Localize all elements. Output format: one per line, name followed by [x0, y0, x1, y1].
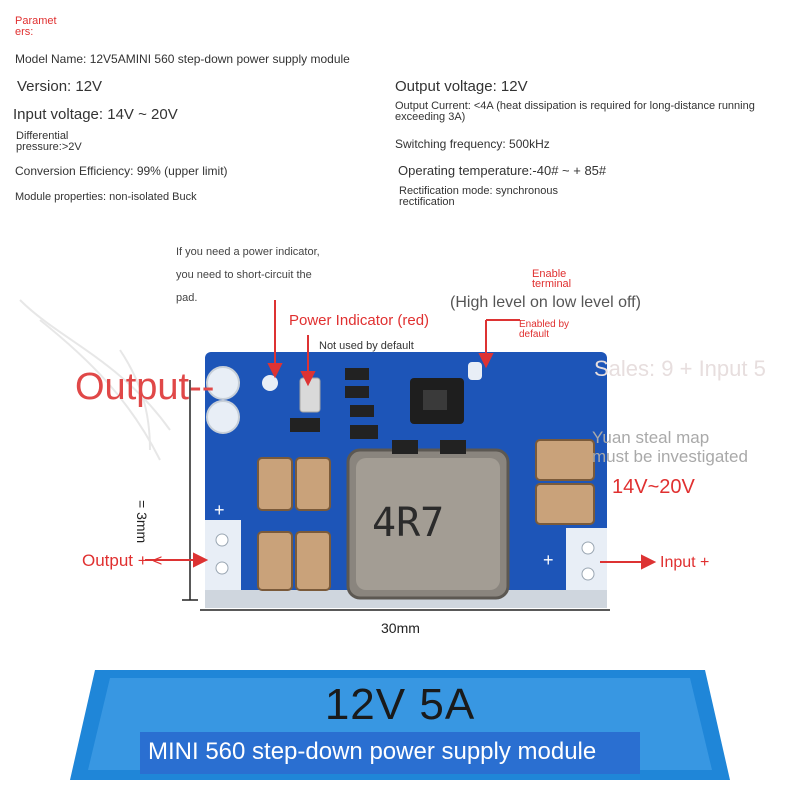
power-indicator-note-line3: pad.	[176, 292, 198, 304]
enable-terminal-label: Enable terminal	[532, 268, 572, 290]
input-voltage: Input voltage: 14V ~ 20V	[13, 106, 178, 123]
width-dimension: 30mm	[381, 620, 420, 636]
enable-level-label: (High level on low level off)	[450, 294, 641, 311]
svg-text:+: +	[543, 550, 554, 570]
power-indicator-note-line2: you need to short-circuit the	[176, 269, 312, 281]
watermark-line1: Yuan steal map	[592, 428, 710, 447]
inductor-marking: 4R7	[372, 500, 445, 546]
height-dimension: = 3mm	[134, 500, 150, 544]
sales-watermark: Sales: 9 + Input 5	[594, 356, 766, 381]
operating-temperature: Operating temperature:-40# ~ + 85#	[398, 163, 607, 178]
input-plus-label: Input +	[660, 554, 710, 571]
module-properties: Module properties: non-isolated Buck	[15, 191, 197, 203]
svg-text:+: +	[214, 500, 225, 520]
pcb-board: + +	[205, 352, 607, 608]
rectification-mode: Rectification mode: synchronous rectific…	[399, 185, 558, 208]
annotation-arrows	[145, 300, 657, 570]
power-indicator-note-line1: If you need a power indicator,	[176, 246, 320, 258]
output-minus-label: Output--	[75, 366, 215, 408]
watermark-line2: must be investigated	[592, 447, 748, 466]
input-range-label: 14V~20V	[612, 476, 695, 498]
dimension-lines	[182, 380, 610, 611]
power-indicator-label: Power Indicator (red)	[289, 312, 430, 329]
version: Version: 12V	[17, 78, 103, 95]
output-current: Output Current: <4A (heat dissipation is…	[395, 100, 755, 123]
output-plus-label: Output + <	[82, 551, 163, 570]
enabled-by-default-label: Enabled by default	[519, 319, 570, 340]
switching-frequency: Switching frequency: 500kHz	[395, 137, 550, 151]
model-name: Model Name: 12V5AMINI 560 step-down powe…	[15, 52, 350, 66]
banner-title: 12V 5A	[324, 680, 476, 729]
banner	[70, 670, 730, 780]
watermark-graphic	[19, 299, 171, 461]
differential-pressure: Differential pressure:>2V	[16, 130, 82, 153]
conversion-efficiency: Conversion Efficiency: 99% (upper limit)	[15, 164, 228, 178]
not-used-default-label: Not used by default	[319, 340, 414, 352]
banner-subtitle: MINI 560 step-down power supply module	[148, 738, 597, 765]
params-heading: Paramet ers:	[15, 15, 57, 38]
output-voltage: Output voltage: 12V	[395, 78, 528, 95]
